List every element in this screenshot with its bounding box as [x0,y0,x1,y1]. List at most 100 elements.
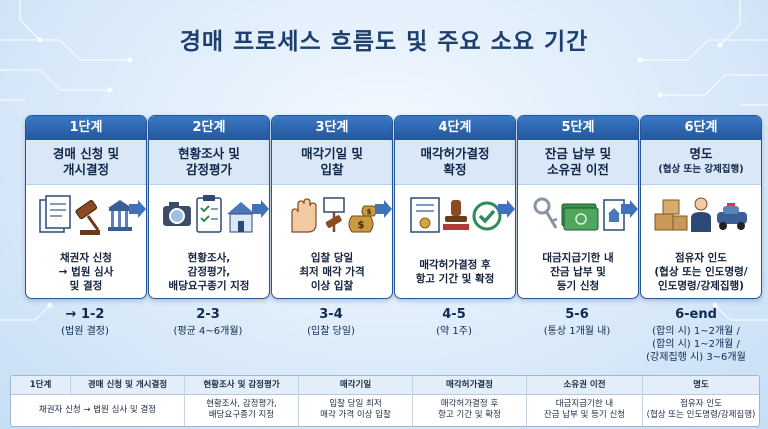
summary-header-row: 1단계 경매 신청 및 개시결정 현황조사 및 감정평가 매각기일 매각허가결정… [11,376,759,395]
arrow-right-icon [252,200,269,218]
stage-title-line: 입찰 [320,162,344,177]
documents-gavel-court-icon [26,185,146,247]
duration-note-line: (합의 시) 1~2개월 / [652,326,740,337]
stage-title-line: 경매 신청 및 [52,146,120,161]
summary-body-row: 채권자 신청 → 법원 심사 및 결정 현황조사, 감정평가, 배당요구종기 지… [11,394,759,426]
stage-card-6: 6단계 명도 (협상 또는 강제집행) 점유자 인도 (협상 또는 인도명령/ … [640,115,762,299]
duration-note: (평균 4~6개월) [173,326,243,337]
stage-card-2: 2단계 현황조사 및 감정평가 현황조사, 감정평가, 배당요구종기 지정 [148,115,270,299]
stage-desc-line: 매각허가결정 후 [419,259,491,271]
duration-range: → 1-2 [65,307,105,322]
duration-note: (입찰 당일) [307,326,355,337]
duration-note: (합의 시) 1~2개월 / (합의 시) 1~2개월 / (강제집행 시) 3… [626,325,766,364]
stage-desc-line: 및 결정 [69,280,103,292]
arrow-right-icon [129,200,146,218]
stage-title-line: 감정평가 [185,162,232,177]
summary-cell-line: (협상 또는 인도명령/강제집행) [646,410,756,420]
stage-duration-1: → 1-2 (법원 결정) [15,307,155,338]
stage-desc-line: 최저 매각 가격 [299,266,365,278]
stage-title: 매각허가결정 확정 [395,140,515,185]
summary-cell-line: 대금지급기한 내 [555,399,614,409]
stage-step-label: 6단계 [641,116,761,140]
summary-cell-line: 매각허가결정 후 [440,399,499,409]
stage-description: 채권자 신청 → 법원 심사 및 결정 [26,247,146,297]
stage-desc-line: 감정평가, [187,266,231,278]
stage-desc-line: 잔금 납부 및 [550,266,606,278]
camera-clipboard-house-icon [149,185,269,247]
summary-header-cell: 경매 신청 및 개시결정 [71,376,185,394]
svg-text:$: $ [367,208,372,216]
duration-range: 4-5 [442,307,466,322]
duration-note: (통상 1개월 내) [543,326,611,337]
svg-text:$: $ [358,220,365,231]
stage-duration-2: 2-3 (평균 4~6개월) [138,307,278,338]
summary-cell-line: 채권자 신청 → 법원 심사 및 결정 [38,404,157,415]
stage-step-label: 2단계 [149,116,269,140]
summary-cell-line: 잔금 납부 및 등기 신청 [543,410,626,420]
stage-step-label: 4단계 [395,116,515,140]
stage-step-label: 3단계 [272,116,392,140]
stage-desc-line: → 법원 심사 [58,266,114,278]
stage-desc-line: 항고 기간 및 확정 [415,273,495,285]
summary-cell: 현황조사, 감정평가, 배당요구종기 지정 [185,394,299,426]
stage-desc-line: 대금지급기한 내 [542,252,614,264]
stage-title-line: 매각기일 및 [301,146,363,161]
summary-cell-line: 항고 기간 및 확정 [438,410,501,420]
stage-card-5: 5단계 잔금 납부 및 소유권 이전 대금지급기한 내 잔금 납부 및 등기 신… [517,115,639,299]
stage-description: 현황조사, 감정평가, 배당요구종기 지정 [149,247,269,297]
summary-cell-line: 현황조사, 감정평가, [206,399,277,409]
stage-description: 입찰 당일 최저 매각 가격 이상 입찰 [272,247,392,297]
stage-desc-line: 채권자 신청 [60,252,112,264]
summary-header-cell: 1단계 [11,376,71,394]
stage-title-line: 잔금 납부 및 [544,146,612,161]
stage-desc-line: (협상 또는 인도명령/ [654,266,748,278]
duration-range: 5-6 [565,307,589,322]
duration-range: 6-end [675,307,717,322]
summary-cell: 채권자 신청 → 법원 심사 및 결정 [11,394,185,426]
hand-gavel-money-icon: $ $ [272,185,392,247]
stage-title-line: 명도 [689,146,713,161]
stage-card-3: 3단계 매각기일 및 입찰 $ $ 입찰 당일 최저 매각 가격 이상 입찰 [271,115,393,299]
stage-title: 경매 신청 및 개시결정 [26,140,146,185]
stage-desc-line: 인도명령/강제집행) [658,280,744,292]
duration-range: 2-3 [196,307,220,322]
stage-desc-line: 현황조사, [187,252,231,264]
stage-title-line: 확정 [443,162,467,177]
summary-cell: 입찰 당일 최저 매각 가격 이상 입찰 [299,394,413,426]
duration-note: (약 1주) [436,326,472,337]
certificate-stamp-check-icon [395,185,515,247]
summary-cell: 매각허가결정 후 항고 기간 및 확정 [413,394,527,426]
stage-title-line: 개시결정 [62,162,109,177]
stage-card-1: 1단계 경매 신청 및 개시결정 채권자 신청 → 법원 심사 및 결정 [25,115,147,299]
stage-description: 매각허가결정 후 항고 기간 및 확정 [395,247,515,297]
summary-cell: 점유자 인도 (협상 또는 인도명령/강제집행) [643,394,759,426]
stage-duration-3: 3-4 (입찰 당일) [261,307,401,338]
stage-title-sub: (협상 또는 강제집행) [658,164,744,175]
keys-cash-document-icon [518,185,638,247]
stage-step-label: 1단계 [26,116,146,140]
summary-cell: 대금지급기한 내 잔금 납부 및 등기 신청 [527,394,643,426]
stage-desc-line: 입찰 당일 [310,252,354,264]
stage-desc-line: 점유자 인도 [675,252,727,264]
stage-title-line: 소유권 이전 [547,162,609,177]
duration-range: 3-4 [319,307,343,322]
stage-title-line: 매각허가결정 [420,146,490,161]
stage-description: 대금지급기한 내 잔금 납부 및 등기 신청 [518,247,638,297]
stage-title: 현황조사 및 감정평가 [149,140,269,185]
stage-description: 점유자 인도 (협상 또는 인도명령/ 인도명령/강제집행) [641,247,761,297]
stage-card-4: 4단계 매각허가결정 확정 매각허가결정 후 항고 기간 및 확정 [394,115,516,299]
stage-desc-line: 이상 입찰 [310,280,354,292]
stage-title: 잔금 납부 및 소유권 이전 [518,140,638,185]
duration-note-line: (합의 시) 1~2개월 / [652,339,740,350]
stage-title: 명도 (협상 또는 강제집행) [641,140,761,185]
summary-header-cell: 소유권 이전 [527,376,643,394]
summary-header-cell: 현황조사 및 감정평가 [185,376,299,394]
summary-table: 1단계 경매 신청 및 개시결정 현황조사 및 감정평가 매각기일 매각허가결정… [10,375,760,427]
arrow-right-icon [498,200,515,218]
summary-cell-line: 입찰 당일 최저 [329,399,382,409]
stage-duration-5: 5-6 (통상 1개월 내) [507,307,647,338]
arrow-right-icon [375,200,392,218]
duration-note-line: (강제집행 시) 3~6개월 [646,352,746,363]
summary-header-cell: 명도 [693,379,709,390]
stage-title: 매각기일 및 입찰 [272,140,392,185]
